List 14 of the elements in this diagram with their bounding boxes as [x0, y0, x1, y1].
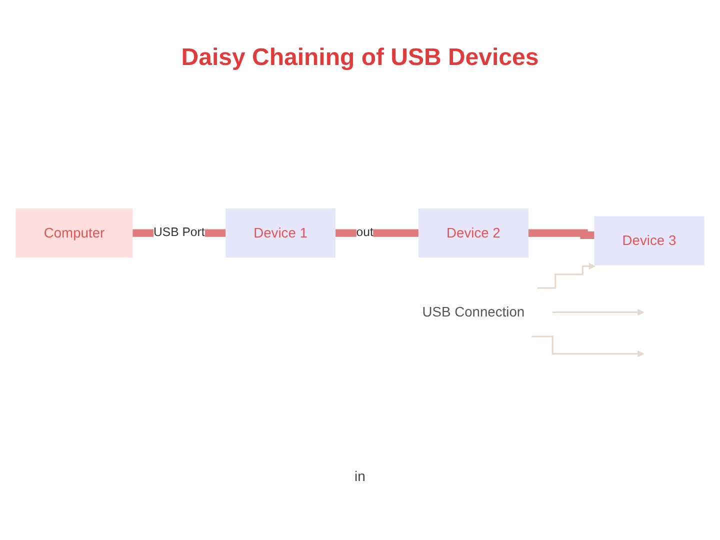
- edge-label: USB Port: [153, 226, 205, 240]
- edge-label: out: [356, 226, 374, 240]
- node-box: Device 2: [418, 208, 528, 258]
- cable-line: [528, 229, 595, 240]
- node-text: USB Connection: [422, 304, 525, 320]
- node-box: Device 3: [594, 216, 704, 266]
- cable-line: [335, 229, 419, 237]
- port-label: in: [354, 468, 366, 484]
- leader-line: [532, 336, 644, 358]
- leader-line: [552, 308, 644, 316]
- leader-line: [537, 262, 596, 289]
- diagram-title: Daisy Chaining of USB Devices: [181, 44, 539, 72]
- node-box: Device 1: [226, 208, 336, 258]
- node-box: Computer: [16, 208, 133, 258]
